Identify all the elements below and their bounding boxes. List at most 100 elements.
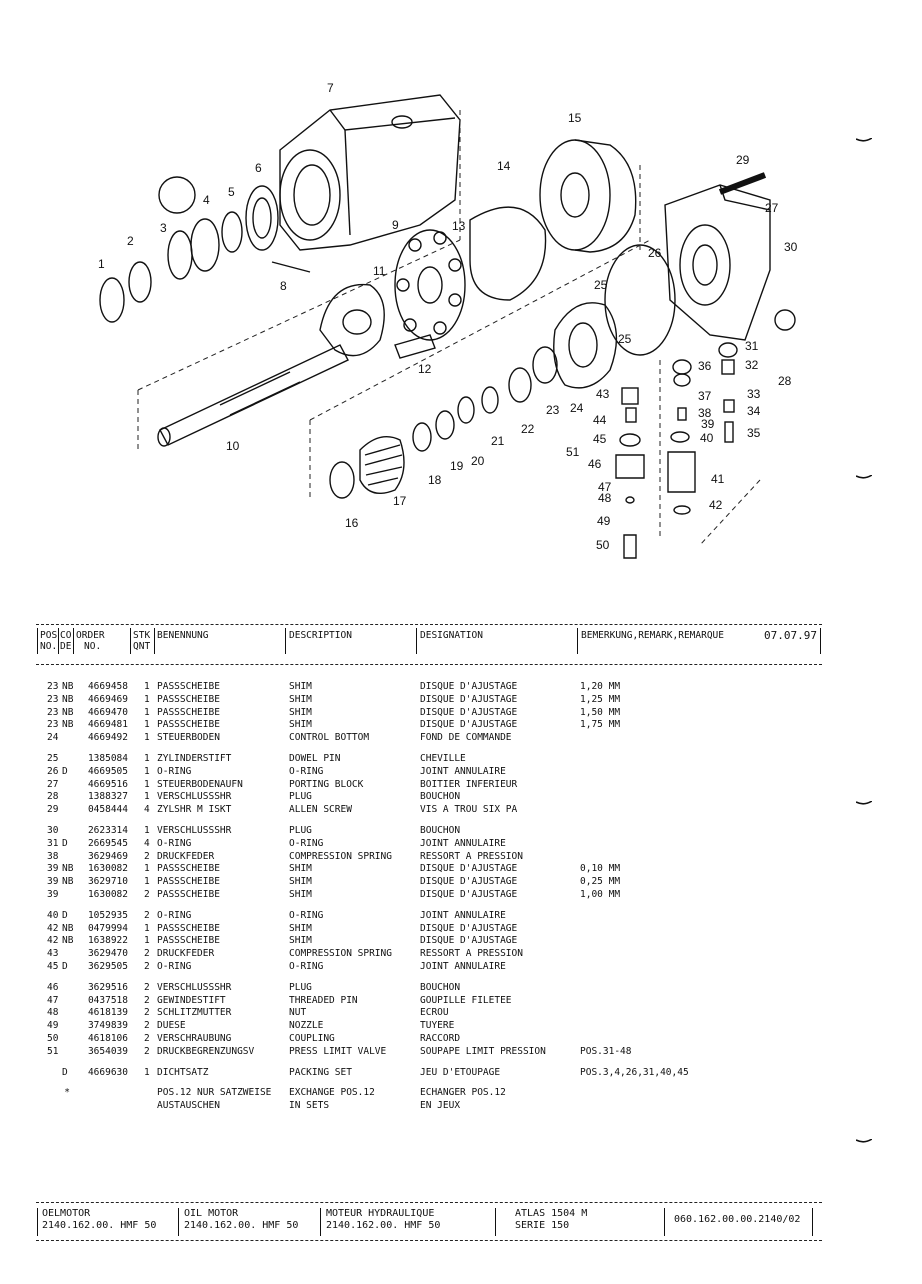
callout-label: 2 bbox=[127, 234, 134, 248]
header-designation: DESIGNATION bbox=[420, 630, 483, 641]
note-german-1: POS.12 NUR SATZWEISE bbox=[157, 1087, 272, 1099]
cell-qty: 1 bbox=[144, 693, 150, 705]
footer-bottom-rule bbox=[36, 1240, 822, 1241]
cell-order: 3629505 bbox=[87, 960, 128, 972]
col-divider bbox=[130, 628, 131, 654]
cell-qty: 1 bbox=[144, 935, 150, 947]
cell-ben: PASSSCHEIBE bbox=[157, 935, 220, 947]
cell-pos: 46 bbox=[47, 981, 59, 993]
callout-label: 48 bbox=[598, 491, 612, 505]
callout-label: 31 bbox=[745, 339, 759, 353]
callout-label: 33 bbox=[747, 387, 761, 401]
cell-order: 3749839 bbox=[87, 1020, 128, 1032]
cell-pos: 27 bbox=[47, 778, 59, 790]
cell-ben: STEUERBODEN bbox=[157, 732, 220, 744]
cell-qty: 2 bbox=[144, 888, 150, 900]
callout-label: 19 bbox=[450, 459, 464, 473]
callout-label: 32 bbox=[745, 358, 759, 372]
cell-co: D bbox=[62, 909, 68, 921]
col-divider bbox=[416, 628, 417, 654]
cell-order: 1388327 bbox=[87, 791, 128, 803]
cell-desc: O-RING bbox=[289, 909, 324, 921]
cell-ben: STEUERBODENAUFN bbox=[157, 778, 243, 790]
cell-order: 0437518 bbox=[87, 994, 128, 1006]
callout-label: 16 bbox=[345, 516, 359, 530]
cell-pos: 23 bbox=[47, 706, 59, 718]
col-divider bbox=[577, 628, 578, 654]
callout-label: 30 bbox=[784, 240, 798, 254]
cell-pos: 50 bbox=[47, 1032, 59, 1044]
cell-qty: 1 bbox=[144, 824, 150, 836]
cell-qty: 2 bbox=[144, 981, 150, 993]
cell-desc: COMPRESSION SPRING bbox=[289, 948, 392, 960]
callout-label: 49 bbox=[597, 514, 611, 528]
callout-label: 27 bbox=[765, 201, 779, 215]
cell-qty: 2 bbox=[144, 960, 150, 972]
cell-order: 4669481 bbox=[87, 719, 128, 731]
cell-desc: O-RING bbox=[289, 960, 324, 972]
callout-label: 47 bbox=[598, 480, 612, 494]
callout-label: 50 bbox=[596, 538, 610, 552]
cell-desig: RACCORD bbox=[420, 1032, 461, 1044]
cell-co: NB bbox=[62, 719, 74, 731]
cell-ben: PASSSCHEIBE bbox=[157, 706, 220, 718]
cell-desc: PACKING SET bbox=[289, 1066, 352, 1078]
cell-desig: BOUCHON bbox=[420, 824, 461, 836]
cell-pos: 43 bbox=[47, 948, 59, 960]
cell-ben: SCHLITZMUTTER bbox=[157, 1007, 232, 1019]
binder-edge-mark bbox=[856, 475, 872, 479]
callout-label: 28 bbox=[778, 374, 792, 388]
exploded-parts-diagram: 1234567891011121314151617181920212223242… bbox=[98, 81, 798, 559]
callout-label: 21 bbox=[491, 434, 505, 448]
pressure-valve-drawing bbox=[615, 309, 796, 559]
cell-order: 4669470 bbox=[87, 706, 128, 718]
cell-order: 1630082 bbox=[87, 863, 128, 875]
cell-co: NB bbox=[62, 863, 74, 875]
cell-qty: 4 bbox=[144, 804, 150, 816]
cell-desig: DISQUE D'AJUSTAGE bbox=[420, 888, 518, 900]
cell-ben: DRUCKFEDER bbox=[157, 948, 215, 960]
col-divider bbox=[73, 628, 74, 654]
note-french-1: ECHANGER POS.12 bbox=[420, 1087, 506, 1099]
callout-label: 20 bbox=[471, 454, 485, 468]
motor-housing-drawing bbox=[279, 94, 461, 251]
cell-order: 1052935 bbox=[87, 909, 128, 921]
cell-order: 4669469 bbox=[87, 693, 128, 705]
assembly-lines bbox=[137, 110, 761, 546]
callout-label: 4 bbox=[203, 193, 210, 207]
cell-co: NB bbox=[62, 706, 74, 718]
cell-desc: SHIM bbox=[289, 719, 312, 731]
cell-desig: DISQUE D'AJUSTAGE bbox=[420, 876, 518, 888]
cell-rem: 1,20 MM bbox=[580, 681, 621, 692]
cell-ben: ZYLSHR M ISKT bbox=[157, 804, 232, 816]
binder-edge-mark bbox=[856, 138, 872, 142]
cell-desc: SHIM bbox=[289, 876, 312, 888]
callout-label: 42 bbox=[709, 498, 723, 512]
shim-stack-drawing bbox=[329, 346, 558, 499]
callout-label: 46 bbox=[588, 457, 602, 471]
cell-pos: 40 bbox=[47, 909, 59, 921]
footer-divider bbox=[495, 1208, 496, 1236]
cell-desig: DISQUE D'AJUSTAGE bbox=[420, 863, 518, 875]
cell-ben: O-RING bbox=[157, 837, 192, 849]
cell-desig: RESSORT A PRESSION bbox=[420, 948, 523, 960]
cell-desig: JEU D'ETOUPAGE bbox=[420, 1066, 501, 1078]
callout-label: 25 bbox=[618, 332, 632, 346]
cell-qty: 2 bbox=[144, 948, 150, 960]
cell-desig: JOINT ANNULAIRE bbox=[420, 960, 506, 972]
cell-pos: 26 bbox=[47, 765, 59, 777]
cell-order: 4669458 bbox=[87, 681, 128, 692]
cell-ben: DRUCKBEGRENZUNGSV bbox=[157, 1045, 255, 1057]
cell-rem: 1,75 MM bbox=[580, 719, 621, 731]
cell-co: D bbox=[62, 960, 68, 972]
